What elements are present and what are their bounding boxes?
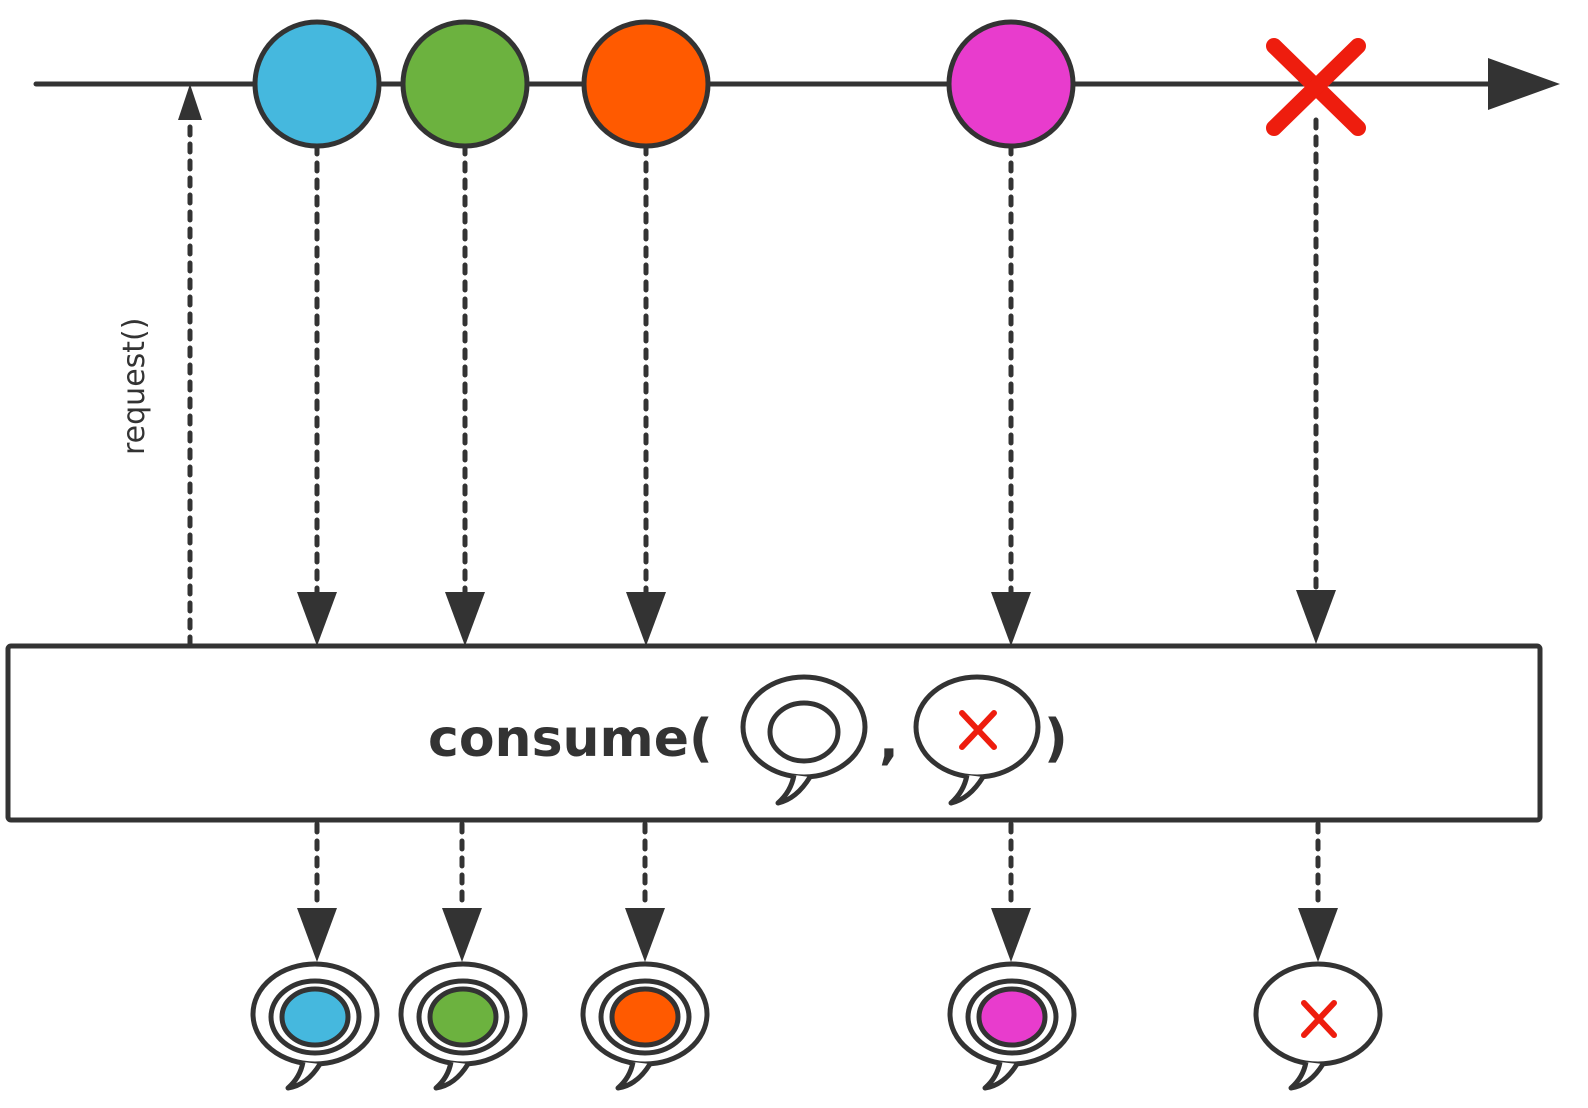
input-arrows (297, 117, 1336, 646)
output-arrow-blue (297, 821, 337, 962)
output-arrow-orange (625, 821, 665, 962)
input-arrow-orange (626, 143, 666, 646)
output-bubble-orange-icon (580, 961, 710, 1091)
output-bubble-blue-icon (250, 961, 380, 1091)
source-marbles (252, 19, 1366, 149)
request-label: request() (117, 318, 152, 455)
timeline-arrowhead (1488, 58, 1560, 110)
input-arrow-magenta (991, 143, 1031, 646)
marble-orange (581, 19, 711, 149)
marble-green (400, 19, 530, 149)
output-bubble-magenta-icon (947, 961, 1077, 1091)
operator-close-paren: ) (1044, 709, 1068, 769)
output-arrow-magenta (991, 821, 1031, 962)
input-arrow-green (445, 143, 485, 646)
onnext-callback-bubble-icon (740, 674, 868, 806)
request-arrow (178, 84, 202, 648)
marble-blue (252, 19, 382, 149)
operator-separator: , (879, 711, 899, 771)
output-bubble-green-icon (398, 961, 528, 1091)
output-arrows (297, 821, 1338, 962)
marble-magenta (946, 19, 1076, 149)
output-bubble-error-icon (1253, 961, 1383, 1091)
request-arrowhead (178, 84, 202, 120)
operator-label: consume( , ) (428, 674, 1068, 806)
input-arrow-error (1296, 117, 1336, 644)
onerror-callback-bubble-icon (913, 674, 1041, 806)
input-arrow-blue (297, 143, 337, 646)
error-x-icon (1266, 38, 1366, 136)
output-arrow-green (442, 821, 482, 962)
operator-name: consume( (428, 709, 713, 769)
output-bubbles (250, 961, 1383, 1091)
output-arrow-error (1298, 821, 1338, 962)
